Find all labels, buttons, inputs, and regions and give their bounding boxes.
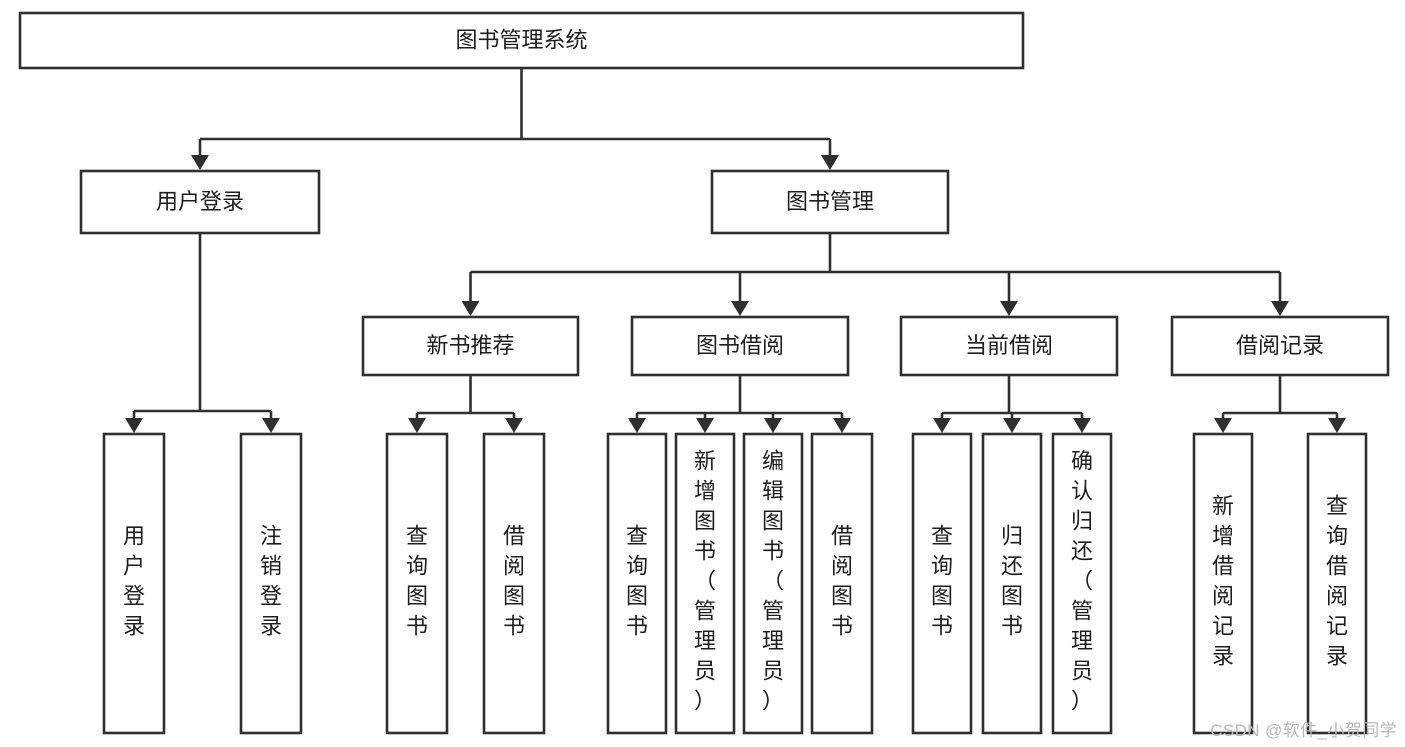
node-box-user-login	[79, 169, 321, 235]
arrow-current-borrow-to-leaf-confirm-return-admin	[1073, 418, 1091, 433]
node-label-leaf-borrow-book: 借阅图书	[831, 524, 853, 639]
node-box-leaf-query-book-borrow	[606, 432, 668, 735]
node-borrow-record[interactable]: 借阅记录	[1170, 315, 1390, 377]
node-box-new-book-recommend	[361, 315, 580, 377]
node-leaf-borrow-book-recommend[interactable]: 借阅图书	[482, 432, 546, 735]
node-label-leaf-add-book-admin: 新增图书（管理员）	[694, 449, 716, 714]
node-box-leaf-edit-book-admin	[742, 432, 804, 735]
node-leaf-query-borrow-record[interactable]: 查询借阅记录	[1306, 432, 1368, 735]
node-leaf-borrow-book[interactable]: 借阅图书	[810, 432, 874, 735]
arrow-user-login-to-leaf-logout-login	[262, 418, 280, 433]
arrow-book-borrow-to-leaf-edit-book-admin	[764, 418, 782, 433]
node-leaf-logout-login[interactable]: 注销登录	[239, 432, 303, 735]
node-box-leaf-add-borrow-record	[1192, 432, 1254, 735]
node-label-leaf-query-borrow-record: 查询借阅记录	[1326, 494, 1348, 669]
arrow-bookmgmt-to-borrow-record	[1271, 301, 1289, 316]
arrow-user-login-to-leaf-user-login	[125, 418, 143, 433]
node-box-leaf-query-book-current	[911, 432, 973, 735]
node-label-leaf-query-book-borrow: 查询图书	[626, 524, 648, 639]
arrow-root-to-book-management	[821, 155, 839, 170]
node-leaf-add-book-admin[interactable]: 新增图书（管理员）	[674, 432, 736, 735]
node-label-leaf-borrow-book-recommend: 借阅图书	[503, 524, 525, 639]
node-leaf-edit-book-admin[interactable]: 编辑图书（管理员）	[742, 432, 804, 735]
node-leaf-query-book-current[interactable]: 查询图书	[911, 432, 973, 735]
nodes-layer: 图书管理系统用户登录图书管理新书推荐图书借阅当前借阅借阅记录用户登录注销登录查询…	[18, 11, 1390, 735]
node-label-leaf-confirm-return-admin: 确认归还（管理员）	[1071, 449, 1093, 714]
node-leaf-add-borrow-record[interactable]: 新增借阅记录	[1192, 432, 1254, 735]
node-box-leaf-query-book-recommend	[385, 432, 449, 735]
node-box-leaf-user-login	[102, 432, 166, 735]
node-new-book-recommend[interactable]: 新书推荐	[361, 315, 580, 377]
arrow-new-book-recommend-to-leaf-borrow-book-recommend	[505, 418, 523, 433]
node-box-leaf-add-book-admin	[674, 432, 736, 735]
node-leaf-confirm-return-admin[interactable]: 确认归还（管理员）	[1051, 432, 1113, 735]
node-box-leaf-borrow-book	[810, 432, 874, 735]
node-book-management[interactable]: 图书管理	[710, 169, 950, 235]
arrow-current-borrow-to-leaf-return-book	[1003, 418, 1021, 433]
arrow-root-to-user-login	[191, 155, 209, 170]
arrow-bookmgmt-to-new-book-recommend	[461, 301, 480, 316]
node-box-borrow-record	[1170, 315, 1390, 377]
node-box-leaf-query-borrow-record	[1306, 432, 1368, 735]
arrow-bookmgmt-to-book-borrow	[731, 301, 749, 316]
node-label-borrow-record: 借阅记录	[1236, 333, 1324, 358]
arrow-book-borrow-to-leaf-query-book-borrow	[628, 418, 646, 433]
node-label-leaf-query-book-recommend: 查询图书	[406, 524, 428, 639]
node-leaf-query-book-borrow[interactable]: 查询图书	[606, 432, 668, 735]
arrow-borrow-record-to-leaf-add-borrow-record	[1214, 418, 1232, 433]
node-box-book-management	[710, 169, 950, 235]
node-label-user-login: 用户登录	[156, 189, 244, 214]
node-leaf-return-book[interactable]: 归还图书	[981, 432, 1043, 735]
node-leaf-user-login[interactable]: 用户登录	[102, 432, 166, 735]
node-label-leaf-user-login: 用户登录	[123, 524, 145, 639]
arrow-borrow-record-to-leaf-query-borrow-record	[1328, 418, 1346, 433]
node-label-leaf-add-borrow-record: 新增借阅记录	[1212, 494, 1234, 669]
node-label-book-management: 图书管理	[786, 189, 874, 214]
node-leaf-query-book-recommend[interactable]: 查询图书	[385, 432, 449, 735]
arrow-new-book-recommend-to-leaf-query-book-recommend	[408, 418, 426, 433]
node-book-borrow[interactable]: 图书借阅	[630, 315, 850, 377]
node-box-current-borrow	[899, 315, 1119, 377]
node-label-leaf-return-book: 归还图书	[1001, 524, 1023, 639]
arrow-bookmgmt-to-current-borrow	[1000, 301, 1018, 316]
arrow-book-borrow-to-leaf-borrow-book	[833, 418, 851, 433]
node-box-leaf-logout-login	[239, 432, 303, 735]
node-label-book-borrow: 图书借阅	[696, 333, 784, 358]
node-label-leaf-query-book-current: 查询图书	[931, 524, 953, 639]
node-user-login[interactable]: 用户登录	[79, 169, 321, 235]
node-box-root	[18, 11, 1025, 70]
node-label-root: 图书管理系统	[455, 27, 587, 52]
arrow-current-borrow-to-leaf-query-book-current	[933, 418, 951, 433]
node-label-leaf-edit-book-admin: 编辑图书（管理员）	[762, 449, 784, 714]
node-root[interactable]: 图书管理系统	[18, 11, 1025, 70]
node-label-new-book-recommend: 新书推荐	[426, 333, 514, 358]
node-box-leaf-confirm-return-admin	[1051, 432, 1113, 735]
arrow-book-borrow-to-leaf-add-book-admin	[696, 418, 714, 433]
node-label-current-borrow: 当前借阅	[965, 333, 1053, 358]
node-box-book-borrow	[630, 315, 850, 377]
connectors-layer	[125, 68, 1346, 433]
node-box-leaf-return-book	[981, 432, 1043, 735]
node-current-borrow[interactable]: 当前借阅	[899, 315, 1119, 377]
node-label-leaf-logout-login: 注销登录	[260, 524, 282, 639]
node-box-leaf-borrow-book-recommend	[482, 432, 546, 735]
